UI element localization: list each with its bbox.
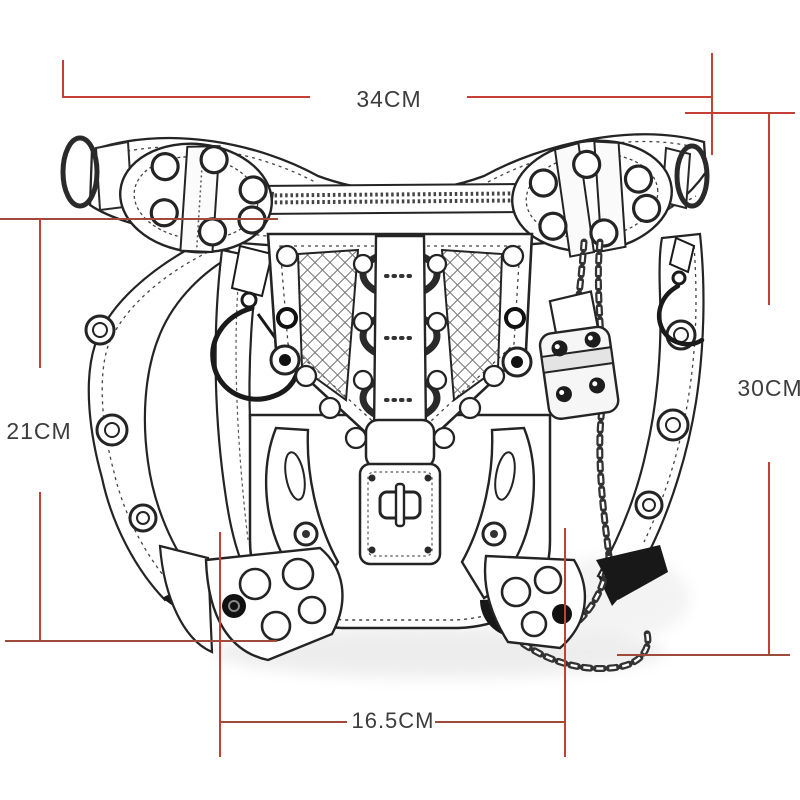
dim-top-left-tick: [62, 60, 64, 98]
dim-bottom-line-right-segment: [435, 721, 565, 723]
dim-right-top-tick: [685, 112, 795, 114]
dim-bottom-line-left-segment: [220, 721, 347, 723]
dim-left-top-tick: [0, 218, 278, 220]
dim-left-line-lower: [39, 492, 41, 641]
snap-hook-left: [210, 244, 302, 402]
bottom-pad-left: [158, 544, 344, 662]
cup-holder: [538, 290, 620, 420]
dim-bottom-label: 16.5CM: [351, 708, 435, 733]
dim-top-label: 34CM: [356, 86, 422, 112]
dim-bottom-left-tick: [219, 532, 221, 757]
snap-hook-right: [657, 236, 705, 347]
flap-eyelets: [269, 307, 533, 378]
right-belt-pad: [511, 139, 673, 258]
dim-top-line-left-segment: [63, 96, 310, 98]
dim-top-line-right-segment: [467, 96, 712, 98]
dim-top-right-tick: [711, 53, 713, 155]
dim-right-line-lower: [768, 462, 770, 655]
bottom-pad-right: [483, 545, 668, 650]
dim-left-label: 21CM: [6, 418, 72, 444]
dim-right-label: 30CM: [737, 375, 800, 401]
twist-lock: [358, 418, 442, 566]
dim-left-bottom-tick: [5, 640, 277, 642]
dim-bottom-right-tick: [564, 528, 566, 757]
dim-right-line-upper: [768, 112, 770, 305]
dim-left-line-upper: [39, 218, 41, 368]
dim-right-bottom-tick: [617, 654, 790, 656]
left-belt-pad: [119, 142, 273, 254]
